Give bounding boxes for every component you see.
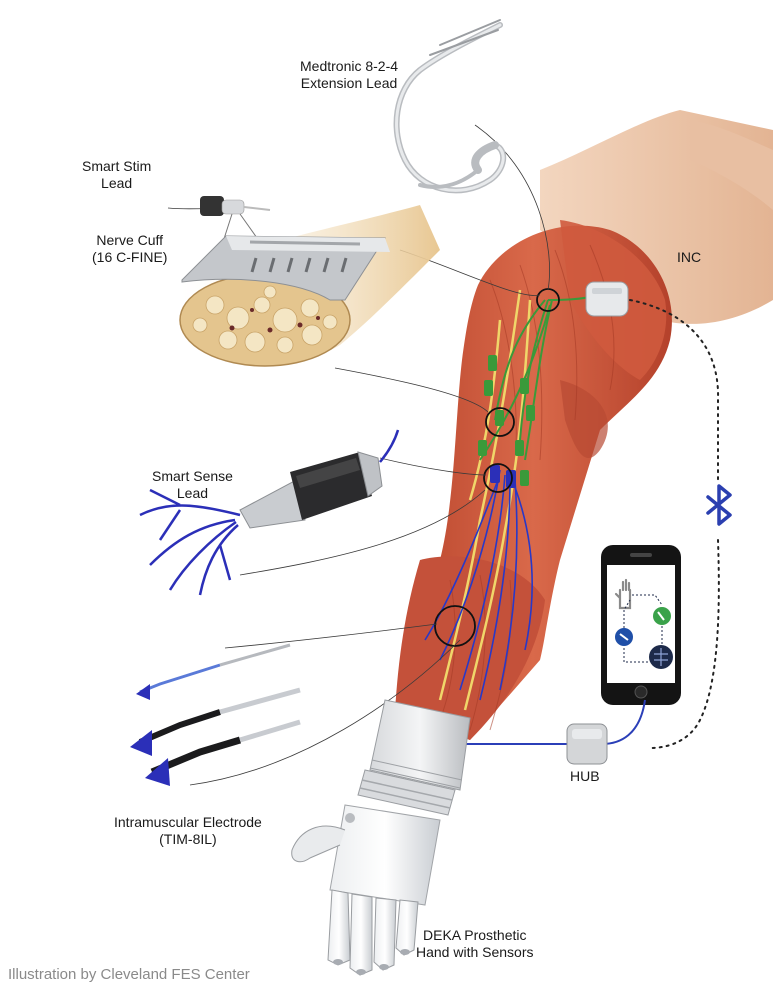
smart-stim-lead-line-1: Smart Stim [82, 158, 152, 174]
extension-lead-label: Medtronic 8-2-4 Extension Lead [300, 58, 398, 92]
hub-label: HUB [570, 768, 600, 784]
extension-lead-line-1: Medtronic 8-2-4 [300, 58, 399, 74]
prosthetic-hand-line-2: Hand with Sensors [416, 944, 534, 960]
intramuscular-circle [434, 605, 476, 647]
cuff-body [181, 235, 386, 301]
bluetooth-link-inc-to-phone [629, 299, 720, 481]
bluetooth-icon [706, 484, 732, 526]
smart-sense-lead-device [139, 429, 400, 596]
nerve-cuff-line-2: (16 C-FINE) [92, 249, 168, 265]
intramuscular-electrode-line-1: Intramuscular Electrode [114, 814, 262, 830]
smart-sense-lead-line-2: Lead [176, 485, 209, 501]
intramuscular-electrodes [130, 643, 301, 786]
nerve-cuff-circle [485, 407, 515, 437]
smart-stim-lead-line-2: Lead [101, 175, 133, 191]
smart-stim-lead-device [200, 196, 271, 246]
nerve-cuff-device [179, 205, 440, 367]
intramuscular-electrode-line-2: (TIM-8IL) [159, 831, 217, 847]
prosthetic-hand-label: DEKA Prosthetic Hand with Sensors [416, 927, 534, 961]
nerves-and-wires [424, 288, 601, 711]
intramuscular-electrode-label: Intramuscular Electrode (TIM-8IL) [114, 814, 262, 848]
prosthetic-hand-line-1: DEKA Prosthetic [423, 927, 527, 943]
extension-lead [393, 19, 507, 194]
hub-device [455, 699, 646, 765]
smart-stim-lead-label: Smart Stim Lead [82, 158, 151, 192]
nerve-cuff-line-1: Nerve Cuff [96, 232, 164, 248]
smart-sense-circle [483, 463, 513, 493]
illustration-credit: Illustration by Cleveland FES Center [8, 966, 250, 983]
smartphone [601, 545, 681, 705]
smart-sense-lead-line-1: Smart Sense [152, 468, 233, 484]
smart-sense-lead-label: Smart Sense Lead [152, 468, 233, 502]
inc-label: INC [677, 249, 702, 265]
extension-lead-line-2: Extension Lead [300, 75, 398, 91]
nerve-cuff-label: Nerve Cuff (16 C-FINE) [92, 232, 167, 266]
callout-lines [167, 124, 550, 786]
inc-device [585, 281, 720, 749]
forearm-muscle [395, 556, 545, 740]
prosthetic-hand [291, 699, 471, 976]
